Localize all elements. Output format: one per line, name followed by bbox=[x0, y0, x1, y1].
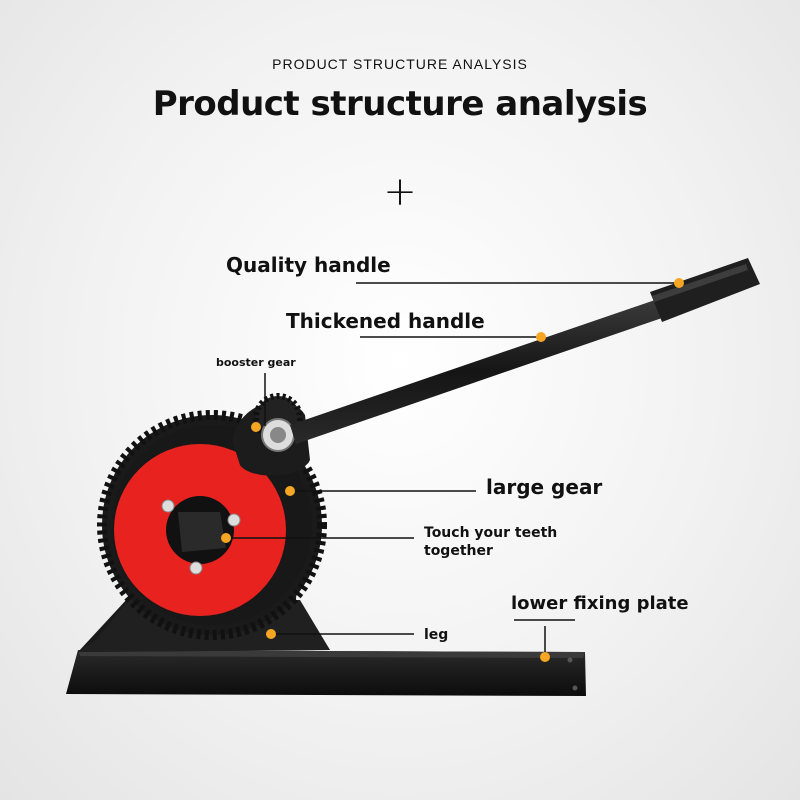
marker-dot bbox=[674, 278, 684, 288]
handle bbox=[290, 258, 760, 444]
label-thickened-handle: Thickened handle bbox=[286, 309, 485, 333]
callout-markers bbox=[221, 278, 684, 662]
label-quality-handle: Quality handle bbox=[226, 253, 391, 277]
marker-dot bbox=[536, 332, 546, 342]
lower-fixing-plate bbox=[66, 650, 586, 696]
marker-dot bbox=[251, 422, 261, 432]
plus-icon: + bbox=[383, 169, 417, 215]
marker-dot bbox=[540, 652, 550, 662]
marker-dot bbox=[266, 629, 276, 639]
page-title: Product structure analysis bbox=[152, 84, 648, 124]
label-leg: leg bbox=[424, 627, 449, 643]
eyebrow-title: PRODUCT STRUCTURE ANALYSIS bbox=[272, 56, 528, 72]
label-booster-gear: booster gear bbox=[216, 356, 296, 369]
label-lower-fixing-plate: lower fixing plate bbox=[511, 593, 689, 614]
callout-lines bbox=[226, 282, 679, 657]
label-touch-teeth: Touch your teeth together bbox=[424, 525, 558, 559]
marker-dot bbox=[221, 533, 231, 543]
marker-dot bbox=[285, 486, 295, 496]
label-large-gear: large gear bbox=[486, 475, 603, 499]
